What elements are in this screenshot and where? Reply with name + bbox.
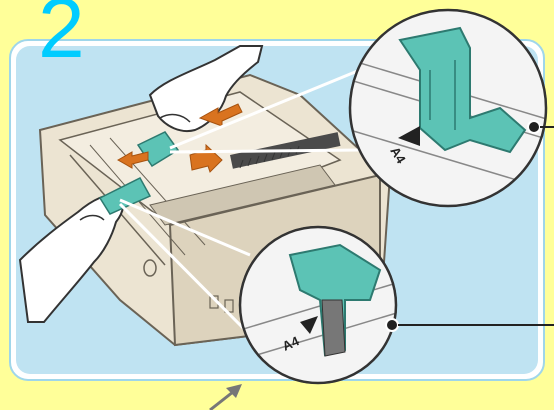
step-number: 2 [38,0,85,70]
direction-arrow-icon [210,384,242,410]
